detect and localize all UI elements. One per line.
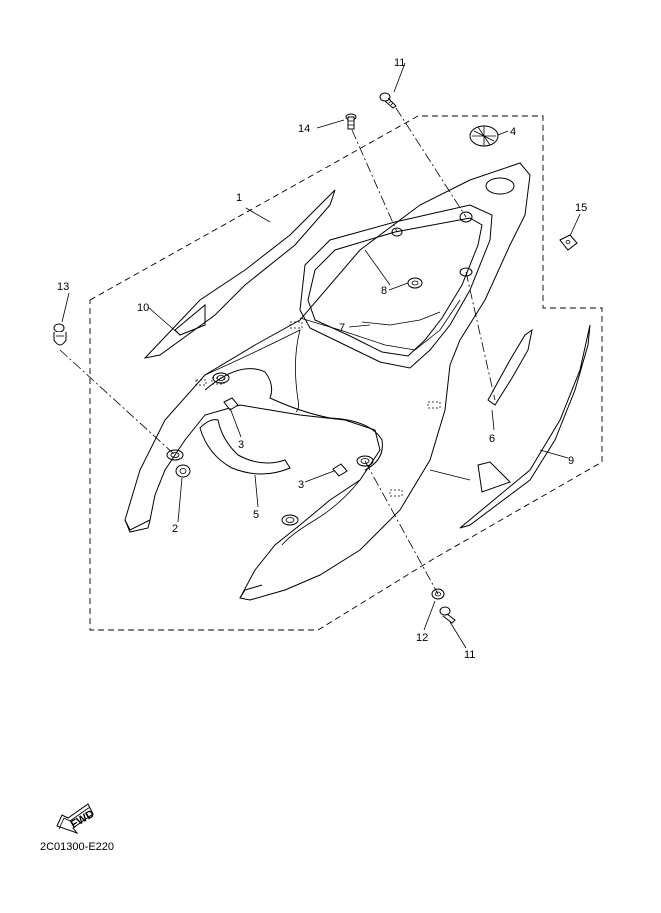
leader-lines xyxy=(61,62,581,649)
tail-light-cover-part-4 xyxy=(469,125,499,147)
callout-3b: 3 xyxy=(298,479,304,491)
side-panel-part-6 xyxy=(487,328,533,406)
callout-2: 2 xyxy=(172,523,178,535)
bolt-part-11-bottom xyxy=(439,606,456,624)
callout-4: 4 xyxy=(510,126,516,138)
nut-part-15 xyxy=(559,234,578,251)
callout-14: 14 xyxy=(298,123,310,135)
damper-part-8 xyxy=(407,277,423,289)
washer-part-2 xyxy=(175,464,191,478)
callout-1: 1 xyxy=(236,192,242,204)
bolt-part-11-top xyxy=(379,92,397,109)
fwd-label: FWD xyxy=(69,808,97,831)
install-line-14 xyxy=(351,129,398,233)
fwd-arrow-icon: FWD xyxy=(56,803,97,835)
nut-part-3a xyxy=(223,397,239,411)
callout-3a: 3 xyxy=(238,439,244,451)
screw-part-13 xyxy=(53,323,67,346)
callout-7: 7 xyxy=(339,322,345,334)
callout-11b: 11 xyxy=(464,649,475,661)
install-line-12 xyxy=(364,460,439,595)
install-line-11 xyxy=(395,107,467,218)
callout-13: 13 xyxy=(57,281,69,293)
diagram-reference-code: 2C01300-E220 xyxy=(40,841,115,853)
nut-part-3b xyxy=(332,463,348,477)
assembly-boundary xyxy=(89,115,603,631)
callout-15: 15 xyxy=(575,202,587,214)
install-line-13 xyxy=(59,349,176,456)
side-cover-right-part-9 xyxy=(459,324,591,529)
install-line-6 xyxy=(465,271,496,401)
callout-10: 10 xyxy=(137,302,149,314)
callout-11a: 11 xyxy=(394,57,405,69)
callout-12: 12 xyxy=(416,632,428,644)
callout-9: 9 xyxy=(568,455,574,467)
screw-part-14 xyxy=(345,113,357,130)
callout-8: 8 xyxy=(381,285,387,297)
callout-6: 6 xyxy=(489,433,495,445)
part-labels: 1 2 3 3 4 5 6 7 8 9 10 11 11 12 13 14 15 xyxy=(57,57,587,661)
grab-rail-part-5 xyxy=(199,419,291,475)
bracket-part-7 xyxy=(361,311,441,326)
callout-5: 5 xyxy=(253,509,259,521)
tail-cowling xyxy=(124,162,531,601)
